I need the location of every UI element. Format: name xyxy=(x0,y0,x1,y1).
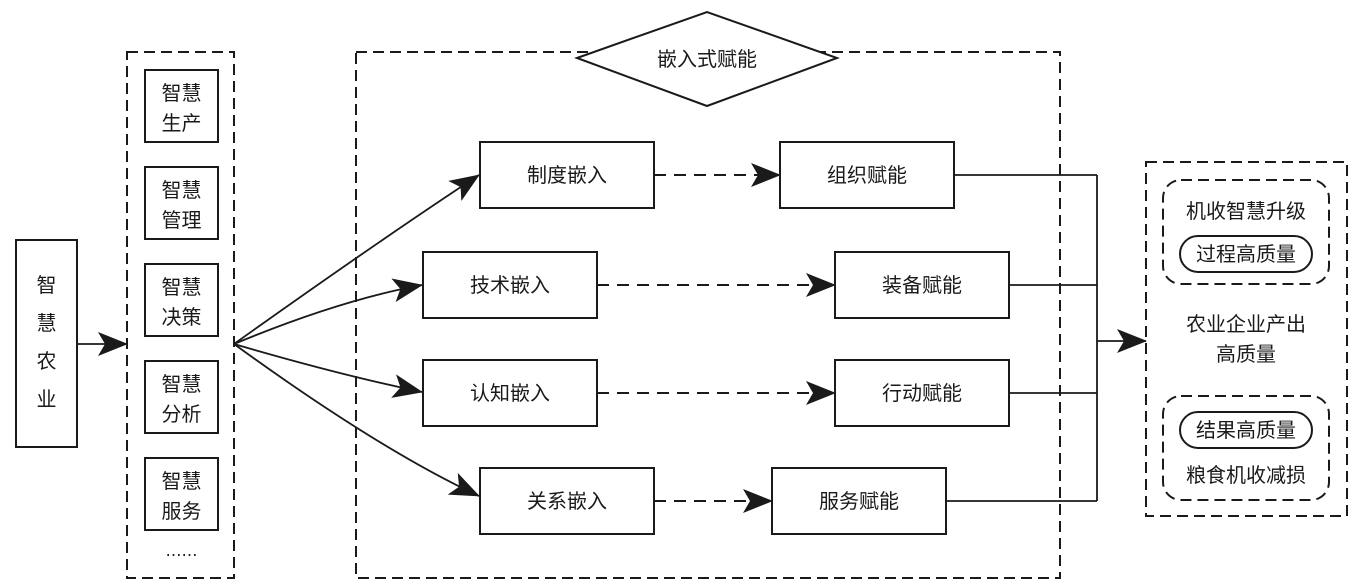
module-label: 决策 xyxy=(162,305,202,329)
outcome-group: 机收智慧升级 过程高质量 农业企业产出 高质量 结果高质量 粮食机收减损 xyxy=(1145,161,1348,517)
smart-agriculture-node: 智 慧 农 业 xyxy=(15,239,78,448)
embedded-empowerment-title: 嵌入式赋能 xyxy=(657,47,757,71)
embed-label: 技术嵌入 xyxy=(470,273,550,297)
module-label: 分析 xyxy=(162,402,202,426)
service-enable-box: 服务赋能 xyxy=(771,467,947,535)
relation-embed-box: 关系嵌入 xyxy=(479,467,655,535)
institution-embed-box: 制度嵌入 xyxy=(479,141,655,209)
tech-embed-box: 技术嵌入 xyxy=(422,251,598,319)
output-quality-line1: 农业企业产出 xyxy=(1186,312,1306,336)
output-quality-line2: 高质量 xyxy=(1216,342,1276,366)
module-label: 智慧 xyxy=(162,469,202,493)
arrow-to-cognition-embed xyxy=(233,343,423,398)
enable-label: 行动赋能 xyxy=(882,381,962,405)
process-quality-label: 过程高质量 xyxy=(1196,242,1296,266)
module-smart-analysis: 智慧 分析 xyxy=(144,360,219,434)
smart-agriculture-char: 智 xyxy=(37,273,57,297)
arrow-to-tech-embed xyxy=(233,278,423,345)
cognition-embed-box: 认知嵌入 xyxy=(422,359,598,427)
module-smart-management: 智慧 管理 xyxy=(144,166,219,240)
module-label: 智慧 xyxy=(162,372,202,396)
module-label: 智慧 xyxy=(162,81,202,105)
organization-enable-box: 组织赋能 xyxy=(779,141,955,209)
result-quality-panel: 结果高质量 粮食机收减损 xyxy=(1162,395,1330,501)
embed-label: 关系嵌入 xyxy=(527,489,607,513)
module-label: 智慧 xyxy=(162,275,202,299)
smart-agriculture-char: 业 xyxy=(37,387,57,411)
merge-connectors xyxy=(946,174,1147,502)
enable-label: 装备赋能 xyxy=(882,273,962,297)
enable-label: 服务赋能 xyxy=(819,489,899,513)
equipment-enable-box: 装备赋能 xyxy=(834,251,1010,319)
smart-agriculture-char: 农 xyxy=(37,349,57,373)
embed-label: 制度嵌入 xyxy=(527,163,607,187)
grain-loss-reduction-label: 粮食机收减损 xyxy=(1186,463,1306,487)
module-label: 智慧 xyxy=(162,178,202,202)
harvest-upgrade-label: 机收智慧升级 xyxy=(1186,199,1306,223)
embedded-empowerment-group: 嵌入式赋能 制度嵌入 组织赋能 技术嵌入 装备赋能 认知嵌入 行动赋 xyxy=(355,10,1061,579)
result-quality-label: 结果高质量 xyxy=(1196,418,1296,442)
smart-agriculture-char: 慧 xyxy=(37,311,57,335)
smart-modules-group: 智慧 生产 智慧 管理 智慧 决策 智慧 分析 智慧 服务 …… xyxy=(126,51,235,579)
module-label: 生产 xyxy=(162,111,202,135)
result-quality-pill xyxy=(1179,411,1313,449)
module-label: 服务 xyxy=(162,499,202,523)
embed-label: 认知嵌入 xyxy=(470,381,550,405)
enable-label: 组织赋能 xyxy=(827,163,907,187)
process-quality-pill xyxy=(1179,235,1313,273)
embedded-empowerment-diamond xyxy=(574,10,840,108)
modules-ellipsis: …… xyxy=(166,541,198,560)
module-smart-production: 智慧 生产 xyxy=(144,69,219,143)
module-smart-service: 智慧 服务 xyxy=(144,457,219,531)
action-enable-box: 行动赋能 xyxy=(834,359,1010,427)
arrow-to-relation-embed xyxy=(233,343,480,497)
arrow-to-institution-embed xyxy=(233,174,480,345)
process-quality-panel: 机收智慧升级 过程高质量 xyxy=(1162,179,1330,285)
module-smart-decision: 智慧 决策 xyxy=(144,263,219,337)
module-label: 管理 xyxy=(162,208,202,232)
